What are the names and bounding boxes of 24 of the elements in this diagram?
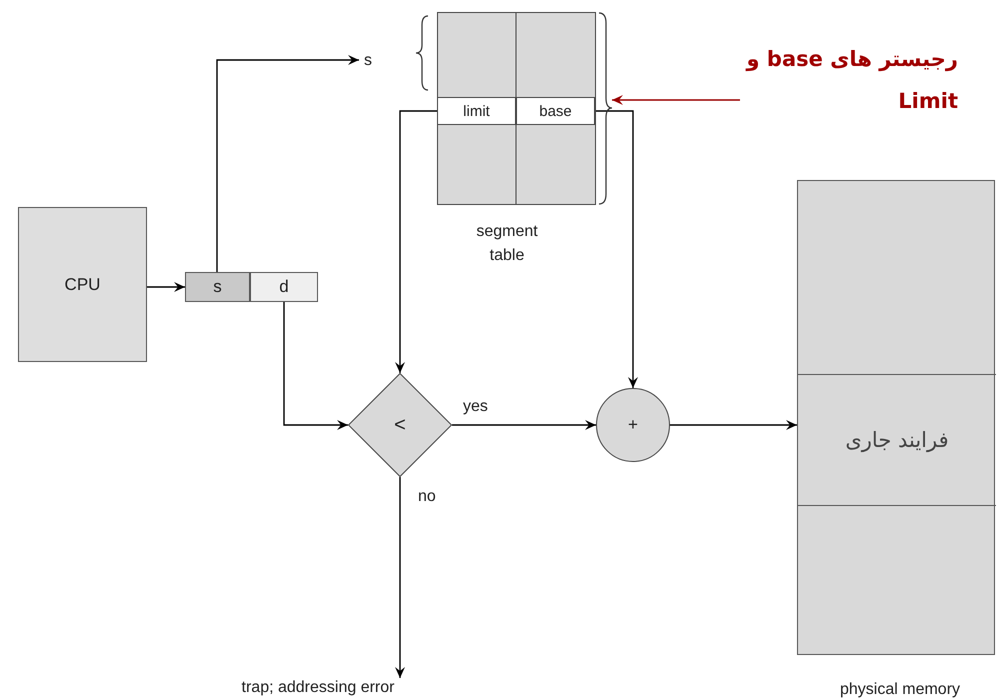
memory-caption: physical memory (838, 680, 962, 700)
table-cell: limit (437, 97, 516, 125)
arrow (147, 282, 185, 292)
address-cell: s (185, 272, 250, 302)
adder-circle: + (596, 388, 670, 462)
address-cell: d (250, 272, 318, 302)
arrow (216, 55, 359, 272)
arrow (452, 420, 596, 430)
table-cell: base (516, 97, 595, 125)
process-band: فرایند جاری (798, 374, 996, 506)
error-text: trap; addressing error (228, 678, 408, 698)
arrow (595, 110, 638, 388)
cpu-box: CPU (18, 207, 147, 362)
comparison-symbol: < (394, 414, 406, 436)
table-caption: segment table (475, 222, 539, 266)
arrow (395, 477, 405, 678)
segment-label: s (359, 50, 377, 72)
segment-table (437, 12, 612, 205)
arrow (670, 420, 797, 430)
arrow (395, 110, 437, 373)
annotation-text: رجیستر های base و Limit (740, 38, 958, 122)
arrow (612, 95, 740, 105)
arrow (283, 302, 348, 430)
memory-block (797, 180, 995, 655)
